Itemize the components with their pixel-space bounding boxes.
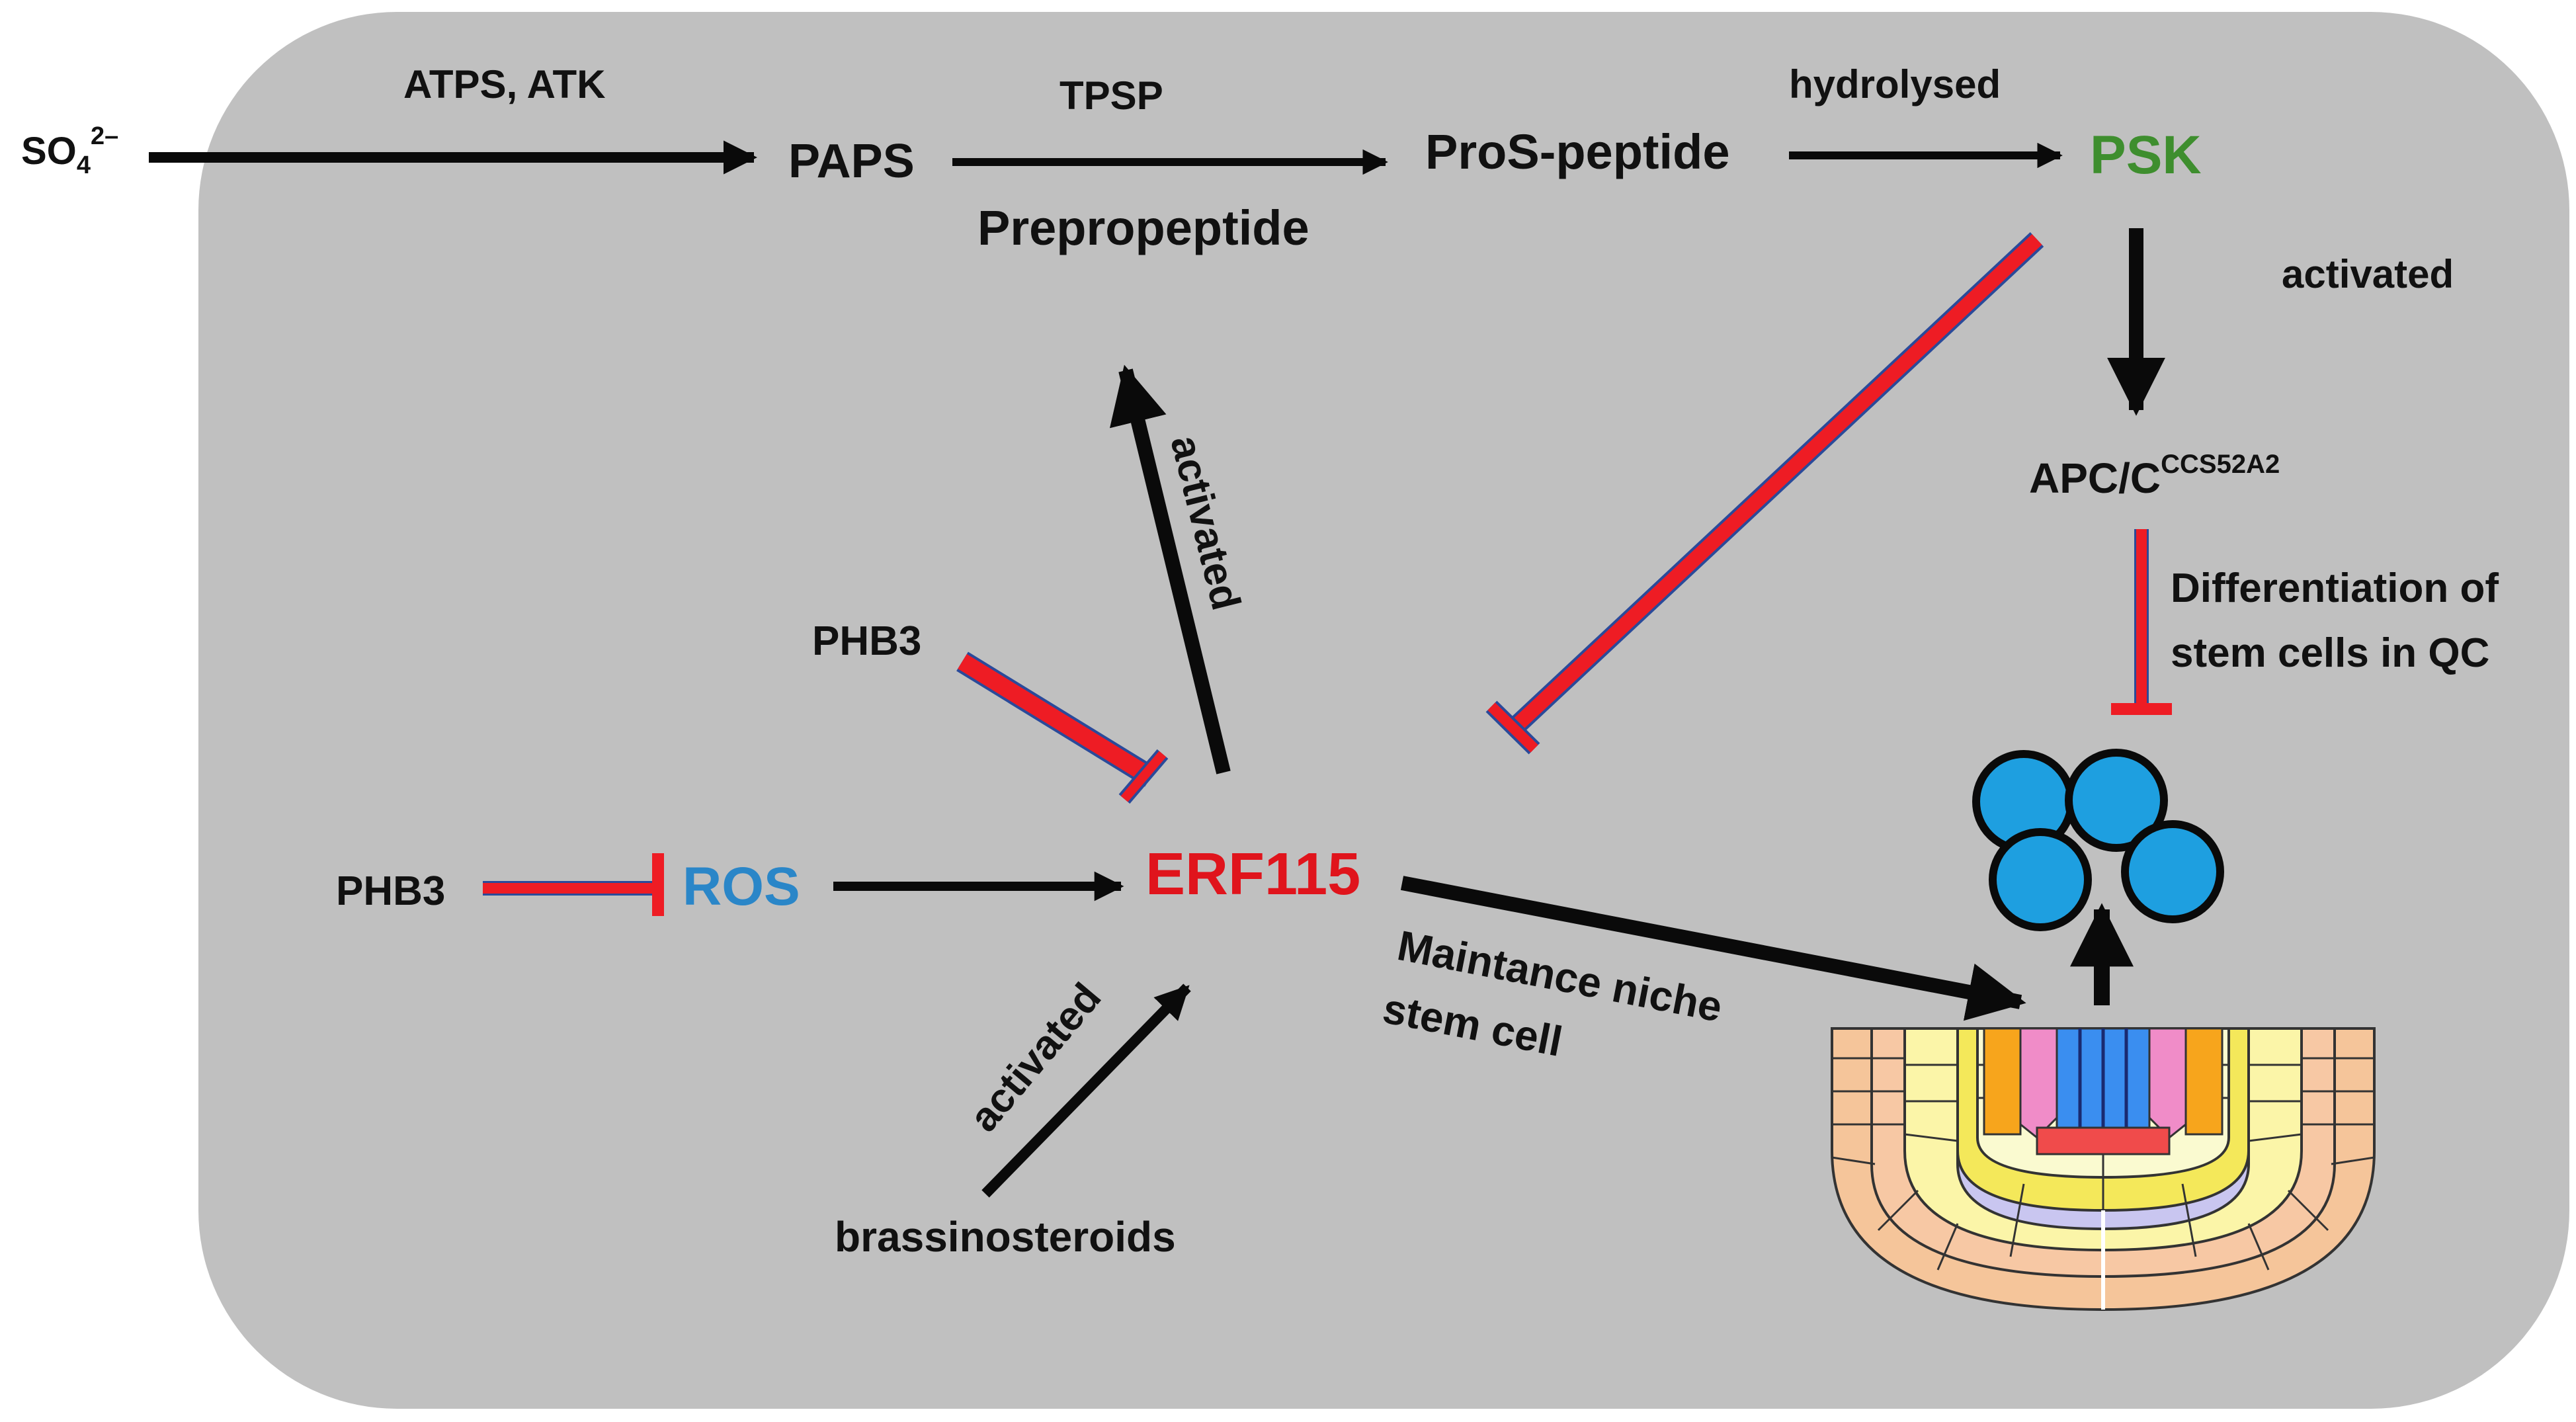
phb3-left-label: PHB3 (336, 868, 445, 914)
erf115-label: ERF115 (1145, 841, 1360, 907)
phb3-top-label: PHB3 (812, 618, 921, 664)
prepropeptide-label: Prepropeptide (977, 200, 1309, 255)
arrow-brassinosteroids-to-erf115 (981, 983, 1191, 1198)
paps-label: PAPS (788, 135, 915, 188)
stem-cell (1989, 828, 2092, 931)
arrow-erf115-to-prepropeptide (1109, 364, 1231, 774)
stem-cells (1972, 749, 2224, 931)
hydrolysed-label: hydrolysed (1789, 62, 2001, 106)
root-niche-illustration (1831, 1027, 2376, 1312)
stem-cell (2065, 749, 2168, 852)
psk-activated-label: activated (2282, 252, 2454, 296)
inhibition-phb3-ros (483, 853, 664, 916)
inhibition-apc-differentiation (2111, 529, 2172, 715)
tpsp-label: TPSP (1059, 73, 1163, 118)
ros-label: ROS (683, 857, 800, 917)
inhibition-phb3-erf115 (956, 651, 1169, 804)
psk-label: PSK (2090, 125, 2202, 185)
differentiation-label-line1: Differentiation of (2171, 565, 2499, 611)
so4-label: SO42– (21, 122, 118, 179)
differentiation-label-line2: stem cells in QC (2171, 630, 2489, 676)
arrow-erf115-to-niche (1400, 876, 2026, 1021)
pros-peptide-label: ProS-peptide (1425, 124, 1729, 179)
apc-label: APC/CCCS52A2 (2029, 450, 2280, 502)
inhibition-psk-erf115 (1485, 232, 2044, 755)
brassinosteroids-label: brassinosteroids (835, 1213, 1176, 1261)
atps-atk-label: ATPS, ATK (403, 62, 606, 106)
stem-cell (2121, 820, 2224, 923)
